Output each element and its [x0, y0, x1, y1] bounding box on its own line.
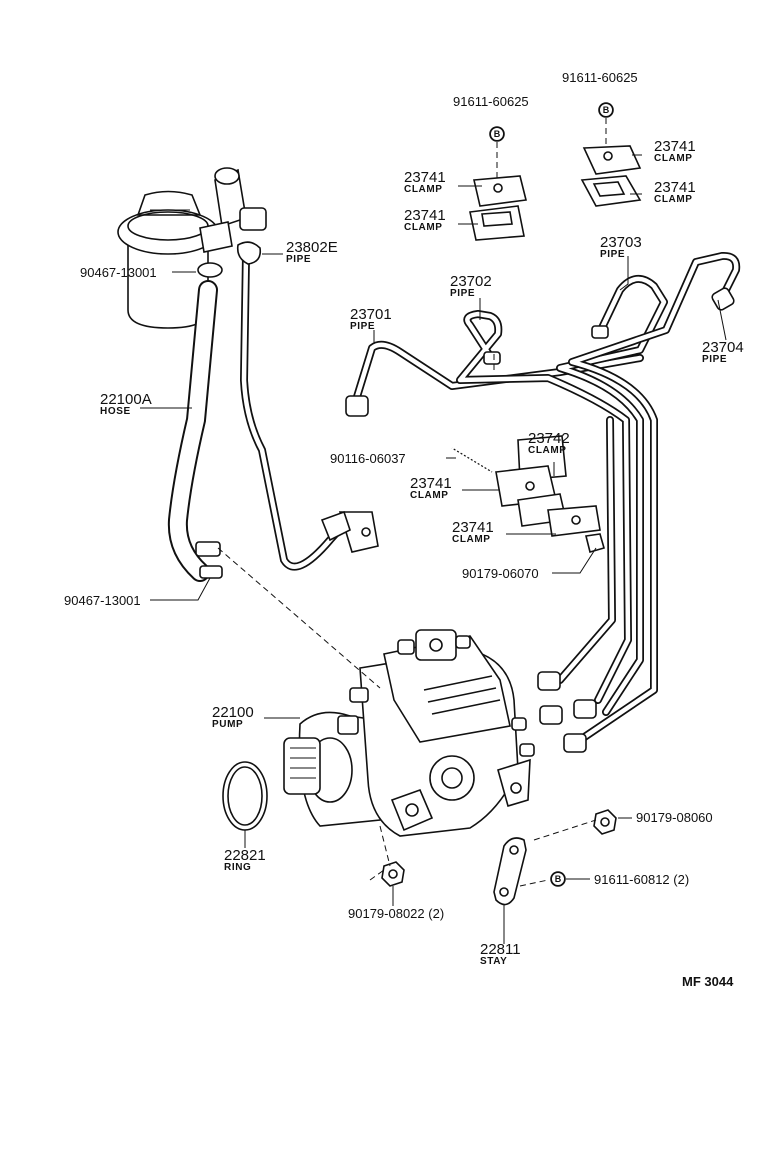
part-name: RING	[224, 862, 252, 873]
callout-23741-mid-a: 23741 CLAMP	[410, 476, 452, 501]
clamp-set-upper-right	[580, 145, 642, 207]
part-name: PIPE	[600, 249, 626, 260]
part-name: CLAMP	[404, 184, 443, 195]
callout-23742: 23742 CLAMP	[528, 431, 570, 456]
part-name: PIPE	[702, 354, 728, 365]
part-number: 23742	[528, 430, 570, 447]
callout-22100a: 22100A HOSE	[100, 392, 152, 417]
bolt-badge-center: B	[490, 127, 504, 141]
callout-22811: 22811 STAY	[480, 942, 521, 967]
callout-90467-13001-upper: 90467-13001	[80, 265, 157, 280]
part-number: 23704	[702, 339, 744, 356]
leader-lines	[140, 154, 727, 944]
part-number: 23741	[404, 207, 446, 224]
callout-91611-60812: 91611-60812 (2)	[594, 872, 689, 887]
callout-23703: 23703 PIPE	[600, 235, 642, 260]
part-number: 23741	[452, 519, 494, 536]
callout-90467-13001-lower: 90467-13001	[64, 593, 141, 608]
fuel-hose	[167, 280, 223, 582]
part-name: CLAMP	[528, 445, 567, 456]
part-number: 91611-60812	[594, 872, 670, 887]
part-number: 23703	[600, 234, 642, 251]
callout-22100: 22100 PUMP	[212, 705, 254, 730]
callout-90179-08022: 90179-08022 (2)	[348, 906, 444, 921]
callout-23741-upper-left-b: 23741 CLAMP	[404, 208, 446, 233]
part-number: 23741	[654, 138, 696, 155]
part-number: 22811	[480, 941, 521, 958]
figure-code: MF 3044	[682, 974, 734, 989]
part-name: PIPE	[350, 321, 376, 332]
part-number: 22100	[212, 704, 254, 721]
fuel-filter	[117, 167, 267, 329]
bolt-badge-right: B	[599, 103, 613, 117]
callout-23741-upper-right-b: 23741 CLAMP	[654, 180, 696, 205]
part-name: CLAMP	[410, 490, 449, 501]
quantity: (2)	[428, 906, 445, 921]
injection-pipes	[345, 251, 741, 753]
part-number: 23741	[404, 169, 446, 186]
part-name: CLAMP	[452, 534, 491, 545]
part-number: 23802E	[286, 239, 338, 256]
callout-23701: 23701 PIPE	[350, 307, 392, 332]
stay-bracket	[493, 837, 527, 906]
callout-90116-06037: 90116-06037	[330, 451, 406, 466]
part-name: CLAMP	[404, 222, 443, 233]
callout-91611-60625-center: 91611-60625	[453, 94, 529, 109]
part-name: PIPE	[286, 254, 312, 265]
callout-23702: 23702 PIPE	[450, 274, 492, 299]
callout-23741-mid-b: 23741 CLAMP	[452, 520, 494, 545]
callout-23802e: 23802E PIPE	[286, 240, 338, 265]
callout-90179-08060: 90179-08060	[636, 810, 713, 825]
quantity: (2)	[673, 872, 690, 887]
clamp-set-middle	[451, 435, 605, 553]
assembly-lines	[217, 118, 607, 887]
bolt-badge-60812: B	[551, 872, 565, 886]
part-number: 22821	[224, 847, 266, 864]
part-number: 23741	[410, 475, 452, 492]
part-name: CLAMP	[654, 194, 693, 205]
part-number: 90179-08022	[348, 906, 425, 921]
callout-23741-upper-right-a: 23741 CLAMP	[654, 139, 696, 164]
callout-90179-06070: 90179-06070	[462, 566, 539, 581]
pipe-23802e	[236, 241, 379, 571]
part-name: STAY	[480, 956, 508, 967]
callout-23704: 23704 PIPE	[702, 340, 744, 365]
part-number: 23701	[350, 306, 392, 323]
part-number: 22100A	[100, 391, 152, 408]
callout-91611-60625-right: 91611-60625	[562, 70, 638, 85]
part-name: PIPE	[450, 288, 476, 299]
part-name: CLAMP	[654, 153, 693, 164]
nuts	[381, 809, 617, 887]
o-ring	[222, 761, 268, 831]
callout-22821: 22821 RING	[224, 848, 266, 873]
callout-23741-upper-left-a: 23741 CLAMP	[404, 170, 446, 195]
injection-pump	[283, 629, 535, 837]
part-number: 23741	[654, 179, 696, 196]
part-name: PUMP	[212, 719, 244, 730]
part-name: HOSE	[100, 406, 131, 417]
clamp-set-upper-center	[469, 175, 527, 241]
part-number: 23702	[450, 273, 492, 290]
